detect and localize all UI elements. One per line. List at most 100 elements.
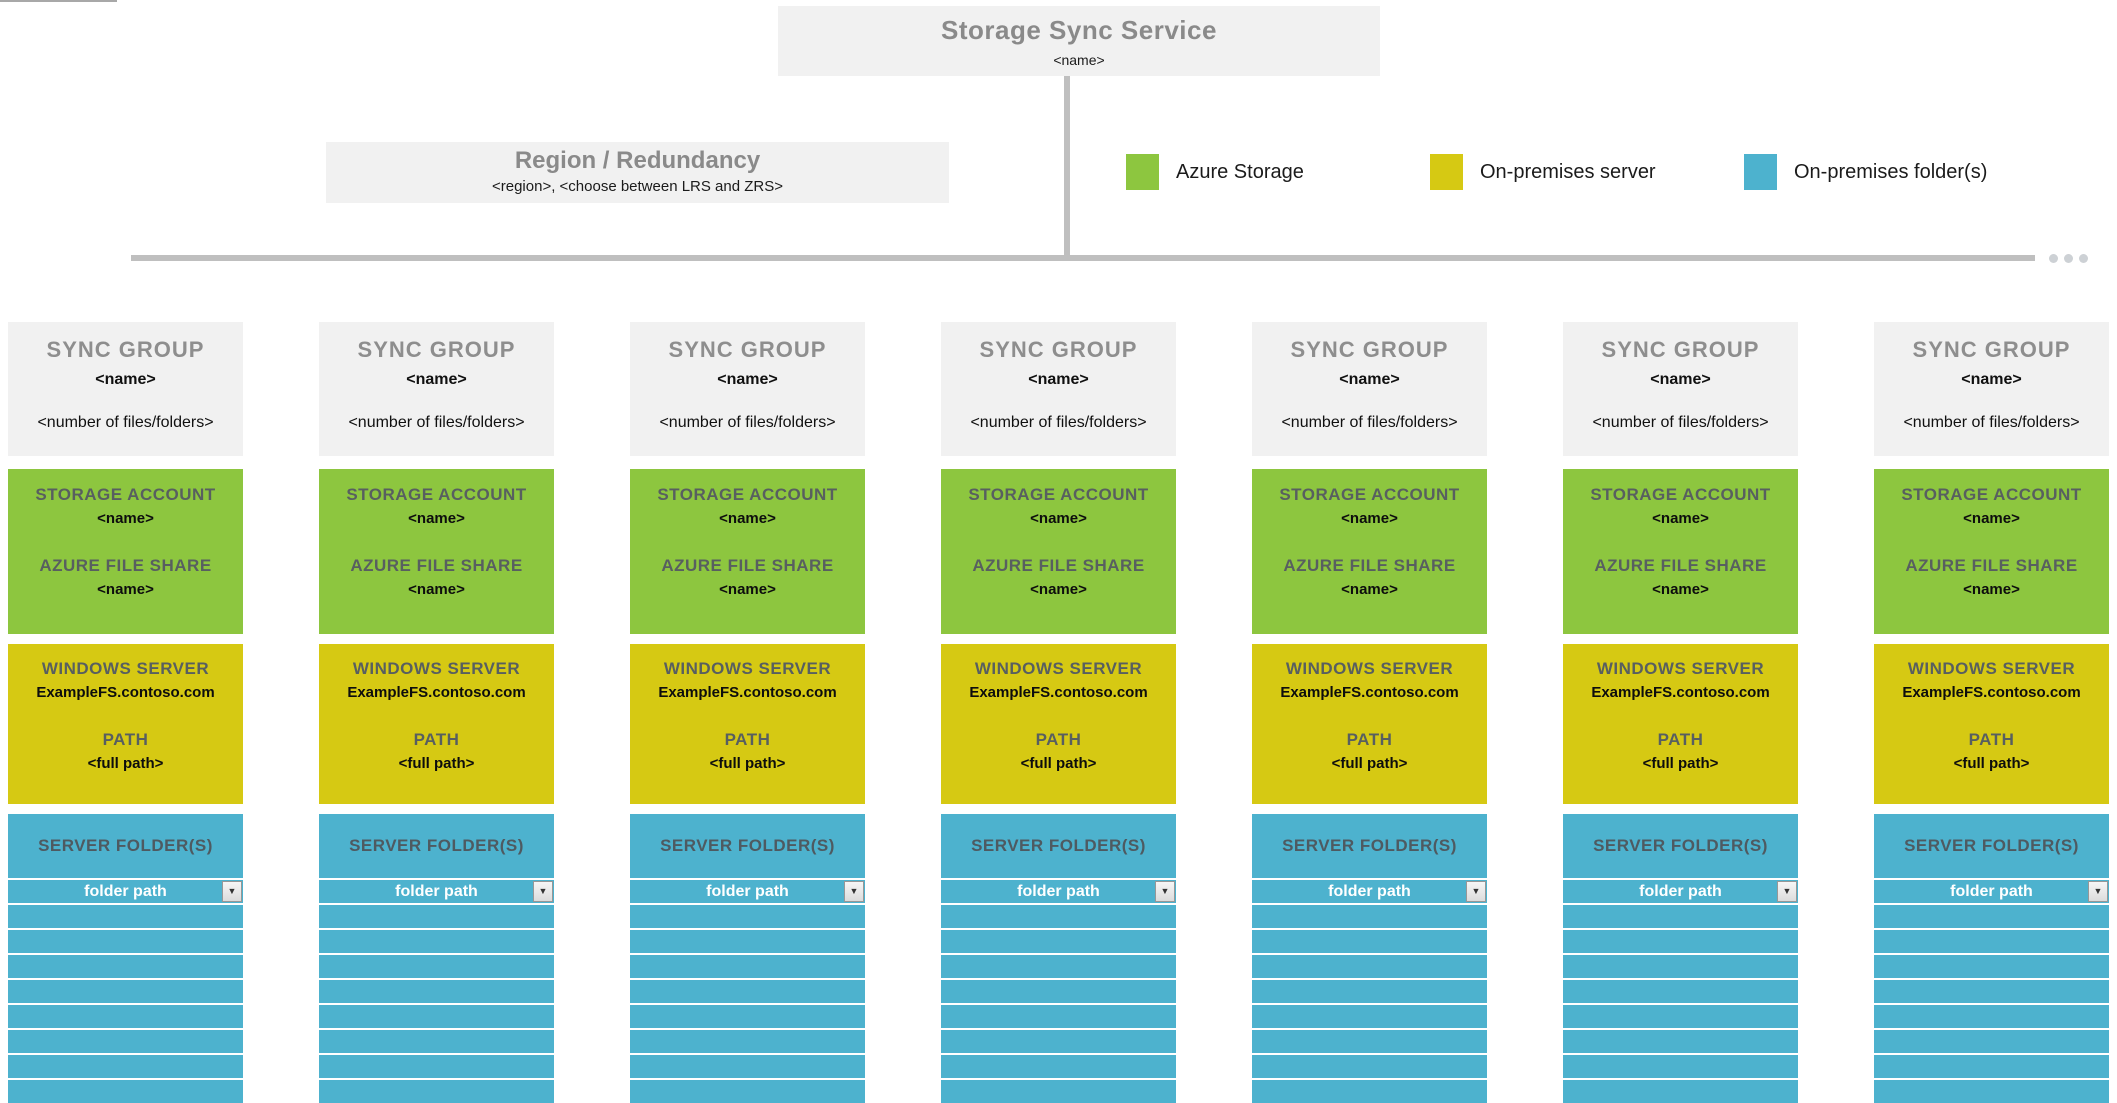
folder-path-dropdown-button[interactable]: ▼	[1155, 881, 1175, 902]
folder-row-empty[interactable]	[1563, 1080, 1798, 1103]
folder-path-dropdown-button[interactable]: ▼	[844, 881, 864, 902]
folder-row-empty[interactable]	[1874, 980, 2109, 1003]
folder-row-empty[interactable]	[8, 905, 243, 928]
sync-group-column: SYNC GROUP <name> <number of files/folde…	[8, 322, 243, 1103]
folder-row-empty[interactable]	[1563, 980, 1798, 1003]
folder-path-dropdown-button[interactable]: ▼	[222, 881, 242, 902]
folder-row-empty[interactable]	[1874, 930, 2109, 953]
sync-group-files-count: <number of files/folders>	[348, 414, 525, 431]
folder-row-empty[interactable]	[1563, 1005, 1798, 1028]
folder-row-empty[interactable]	[319, 1030, 554, 1053]
storage-sync-service-title: Storage Sync Service	[941, 15, 1217, 45]
azure-file-share-heading: AZURE FILE SHARE	[1905, 556, 2078, 576]
folder-row-empty[interactable]	[941, 1030, 1176, 1053]
windows-server-box: WINDOWS SERVER ExampleFS.contoso.com PAT…	[1874, 644, 2109, 804]
windows-server-box: WINDOWS SERVER ExampleFS.contoso.com PAT…	[1563, 644, 1798, 804]
folder-row-empty[interactable]	[319, 955, 554, 978]
storage-account-box: STORAGE ACCOUNT <name> AZURE FILE SHARE …	[8, 469, 243, 635]
folder-row-empty[interactable]	[630, 905, 865, 928]
folder-row-empty[interactable]	[1252, 1055, 1487, 1078]
folder-path-cell[interactable]: folder path ▼	[319, 880, 554, 903]
legend-label: On-premises server	[1480, 160, 1656, 183]
windows-server-heading: WINDOWS SERVER	[663, 659, 832, 679]
folder-row-empty[interactable]	[1252, 1080, 1487, 1103]
folder-row-empty[interactable]	[1563, 1030, 1798, 1053]
windows-server-name: ExampleFS.contoso.com	[969, 684, 1148, 702]
folder-row-empty[interactable]	[1252, 955, 1487, 978]
azure-file-share-name: <name>	[1030, 581, 1087, 599]
on-premises-folders-swatch	[1744, 154, 1777, 190]
folder-row-empty[interactable]	[319, 1055, 554, 1078]
storage-account-box: STORAGE ACCOUNT <name> AZURE FILE SHARE …	[630, 469, 865, 635]
folder-path-cell[interactable]: folder path ▼	[8, 880, 243, 903]
folder-row-empty[interactable]	[1252, 1030, 1487, 1053]
folder-row-empty[interactable]	[319, 1005, 554, 1028]
folder-row-empty[interactable]	[1874, 1055, 2109, 1078]
folder-path-cell[interactable]: folder path ▼	[941, 880, 1176, 903]
region-redundancy-details: <region>, <choose between LRS and ZRS>	[491, 178, 784, 195]
folder-row-empty[interactable]	[941, 1055, 1176, 1078]
folder-row-empty[interactable]	[630, 955, 865, 978]
server-folders-box: SERVER FOLDER(S) folder path ▼	[8, 814, 243, 1103]
folder-row-empty[interactable]	[630, 930, 865, 953]
folder-row-empty[interactable]	[319, 1080, 554, 1103]
folder-row-empty[interactable]	[1563, 930, 1798, 953]
storage-account-box: STORAGE ACCOUNT <name> AZURE FILE SHARE …	[1563, 469, 1798, 635]
path-value: <full path>	[1331, 755, 1408, 773]
storage-account-name: <name>	[1963, 510, 2020, 528]
folder-path-cell[interactable]: folder path ▼	[1563, 880, 1798, 903]
folder-path-dropdown-button[interactable]: ▼	[1777, 881, 1797, 902]
folder-row-empty[interactable]	[8, 1055, 243, 1078]
folder-row-empty[interactable]	[8, 1005, 243, 1028]
folder-row-empty[interactable]	[8, 955, 243, 978]
folder-path-cell[interactable]: folder path ▼	[630, 880, 865, 903]
folder-row-empty[interactable]	[1563, 1055, 1798, 1078]
folder-row-empty[interactable]	[630, 980, 865, 1003]
folder-row-empty[interactable]	[630, 1030, 865, 1053]
folder-path-dropdown-button[interactable]: ▼	[2088, 881, 2108, 902]
folder-row-empty[interactable]	[8, 930, 243, 953]
folder-path-cell[interactable]: folder path ▼	[1874, 880, 2109, 903]
folder-row-empty[interactable]	[8, 1080, 243, 1103]
folder-row-empty[interactable]	[1252, 905, 1487, 928]
path-heading: PATH	[1346, 730, 1393, 750]
storage-account-heading: STORAGE ACCOUNT	[35, 485, 216, 505]
folder-row-empty[interactable]	[630, 1055, 865, 1078]
folder-row-empty[interactable]	[941, 1005, 1176, 1028]
folder-row-empty[interactable]	[1874, 1030, 2109, 1053]
folder-row-empty[interactable]	[1874, 1080, 2109, 1103]
folder-row-empty[interactable]	[319, 980, 554, 1003]
sync-group-files-count: <number of files/folders>	[659, 414, 836, 431]
folder-row-empty[interactable]	[941, 955, 1176, 978]
folder-row-empty[interactable]	[8, 1030, 243, 1053]
storage-account-name: <name>	[97, 510, 154, 528]
windows-server-heading: WINDOWS SERVER	[974, 659, 1143, 679]
folder-row-empty[interactable]	[630, 1005, 865, 1028]
storage-account-name: <name>	[1030, 510, 1087, 528]
server-folders-header: SERVER FOLDER(S)	[630, 814, 865, 878]
folder-row-empty[interactable]	[1874, 905, 2109, 928]
folder-path-dropdown-button[interactable]: ▼	[1466, 881, 1486, 902]
folder-row-empty[interactable]	[8, 980, 243, 1003]
folder-row-empty[interactable]	[941, 930, 1176, 953]
folder-row-empty[interactable]	[1874, 955, 2109, 978]
azure-file-share-name: <name>	[408, 581, 465, 599]
folder-row-empty[interactable]	[1252, 980, 1487, 1003]
folder-row-empty[interactable]	[941, 905, 1176, 928]
folder-row-empty[interactable]	[319, 930, 554, 953]
sync-group-heading: SYNC GROUP	[668, 337, 827, 362]
azure-file-share-name: <name>	[1341, 581, 1398, 599]
folder-row-empty[interactable]	[941, 1080, 1176, 1103]
folder-row-empty[interactable]	[1874, 1005, 2109, 1028]
folder-path-cell[interactable]: folder path ▼	[1252, 880, 1487, 903]
folder-row-empty[interactable]	[941, 980, 1176, 1003]
folder-row-empty[interactable]	[319, 905, 554, 928]
folder-row-empty[interactable]	[1563, 955, 1798, 978]
folder-row-empty[interactable]	[630, 1080, 865, 1103]
folder-row-empty[interactable]	[1252, 930, 1487, 953]
folder-row-empty[interactable]	[1252, 1005, 1487, 1028]
folder-row-empty[interactable]	[1563, 905, 1798, 928]
folder-path-dropdown-button[interactable]: ▼	[533, 881, 553, 902]
connector-trunk-line	[1064, 76, 1070, 261]
